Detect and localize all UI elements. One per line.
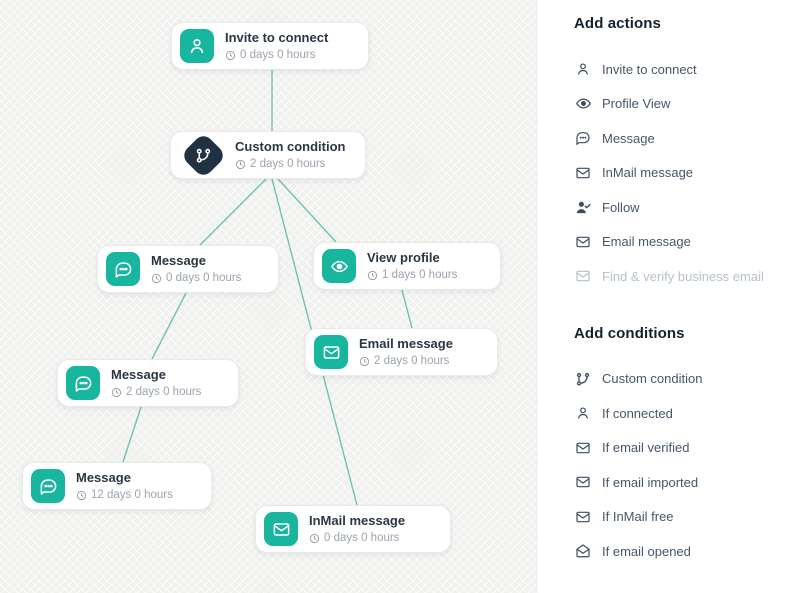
node-delay: 2 days 0 hours: [111, 385, 201, 399]
action-item-find-verify-business-email: Find & verify business email: [574, 259, 775, 294]
node-message-3[interactable]: Message 12 days 0 hours: [22, 462, 212, 510]
node-title: Custom condition: [235, 139, 346, 154]
action-item-message[interactable]: Message: [574, 121, 775, 156]
eye-icon: [322, 249, 356, 283]
mail-icon: [574, 165, 592, 181]
clock-icon: [151, 273, 162, 283]
node-delay: 2 days 0 hours: [235, 157, 346, 171]
node-message-2[interactable]: Message 2 days 0 hours: [57, 359, 239, 407]
clock-icon: [225, 50, 236, 60]
mail-icon: [574, 509, 592, 525]
add-actions-heading: Add actions: [574, 15, 661, 32]
node-title: InMail message: [309, 513, 406, 528]
chat-icon: [574, 130, 592, 146]
node-custom-condition[interactable]: Custom condition 2 days 0 hours: [170, 131, 366, 179]
node-delay: 0 days 0 hours: [151, 271, 241, 285]
workflow-canvas[interactable]: Invite to connect 0 days 0 hours Custom …: [0, 0, 537, 593]
condition-item-custom-condition[interactable]: Custom condition: [574, 362, 775, 397]
action-item-profile-view[interactable]: Profile View: [574, 87, 775, 122]
mail-icon: [574, 268, 592, 284]
branch-icon: [180, 131, 227, 179]
node-message-1[interactable]: Message 0 days 0 hours: [97, 245, 279, 293]
action-item-follow[interactable]: Follow: [574, 190, 775, 225]
condition-item-if-connected[interactable]: If connected: [574, 396, 775, 431]
node-title: View profile: [367, 250, 440, 265]
eye-icon: [574, 95, 592, 112]
clock-icon: [309, 533, 320, 543]
node-delay: 0 days 0 hours: [225, 48, 328, 62]
person-icon: [180, 29, 214, 63]
node-title: Message: [111, 367, 166, 382]
mail-icon: [264, 512, 298, 546]
clock-icon: [367, 270, 378, 280]
action-item-invite-to-connect[interactable]: Invite to connect: [574, 52, 775, 87]
person-check-icon: [574, 199, 592, 216]
add-steps-panel: Add actions Invite to connect Profile Vi…: [537, 0, 785, 593]
actions-list: Invite to connect Profile View Message I…: [574, 52, 775, 294]
chat-icon: [66, 366, 100, 400]
mail-icon: [574, 440, 592, 456]
clock-icon: [111, 387, 122, 397]
conditions-list: Custom condition If connected If email v…: [574, 362, 775, 569]
node-delay: 2 days 0 hours: [359, 354, 453, 368]
node-inmail-message[interactable]: InMail message 0 days 0 hours: [255, 505, 451, 553]
node-title: Invite to connect: [225, 30, 329, 45]
mail-icon: [314, 335, 348, 369]
chat-icon: [106, 252, 140, 286]
node-title: Message: [76, 470, 131, 485]
mail-open-icon: [574, 543, 592, 559]
node-delay: 1 days 0 hours: [367, 268, 457, 282]
node-view-profile[interactable]: View profile 1 days 0 hours: [313, 242, 501, 290]
add-conditions-heading: Add conditions: [574, 324, 685, 342]
action-item-email-message[interactable]: Email message: [574, 225, 775, 260]
node-email-message[interactable]: Email message 2 days 0 hours: [305, 328, 498, 376]
mail-icon: [574, 234, 592, 250]
clock-icon: [76, 490, 87, 500]
clock-icon: [235, 159, 246, 169]
condition-item-if-email-verified[interactable]: If email verified: [574, 431, 775, 466]
person-icon: [574, 405, 592, 421]
mail-icon: [574, 474, 592, 490]
condition-item-if-email-imported[interactable]: If email imported: [574, 465, 775, 500]
chat-icon: [31, 469, 65, 503]
node-delay: 12 days 0 hours: [76, 488, 173, 502]
person-icon: [574, 61, 592, 77]
node-title: Email message: [359, 336, 453, 351]
node-title: Message: [151, 253, 206, 268]
action-item-inmail-message[interactable]: InMail message: [574, 156, 775, 191]
branch-icon: [574, 371, 592, 387]
condition-item-if-email-opened[interactable]: If email opened: [574, 534, 775, 569]
clock-icon: [359, 356, 370, 366]
node-delay: 0 days 0 hours: [309, 531, 405, 545]
condition-item-if-inmail-free[interactable]: If InMail free: [574, 500, 775, 535]
node-invite-to-connect[interactable]: Invite to connect 0 days 0 hours: [171, 22, 369, 70]
